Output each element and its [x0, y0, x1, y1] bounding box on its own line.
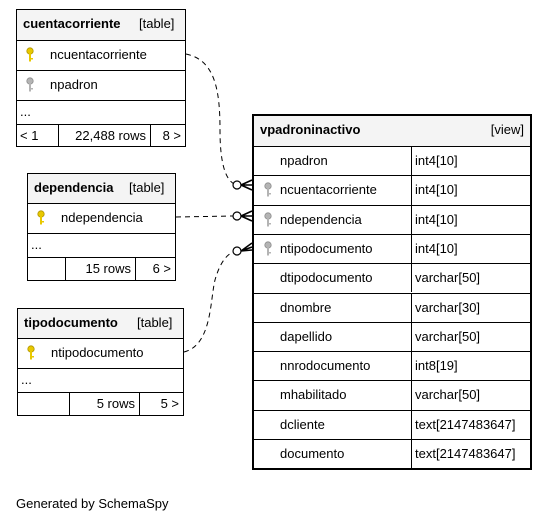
- table-header: tipodocumento [table]: [18, 309, 183, 338]
- gold-key-icon: [26, 47, 34, 62]
- ellipsis: ...: [31, 237, 42, 252]
- ellipsis: ...: [20, 104, 31, 119]
- table-footer: 15 rows 6 >: [28, 257, 175, 281]
- view-column-name: dapellido: [280, 328, 333, 344]
- view-column-name: dtipodocumento: [280, 270, 373, 286]
- table-name: dependencia: [34, 180, 114, 195]
- gold-key-icon: [27, 345, 35, 360]
- children-count: 6 >: [152, 261, 171, 276]
- table-tipodocumento[interactable]: tipodocumento [table] ntipodocumento ...…: [17, 308, 184, 416]
- view-column-name: mhabilitado: [280, 387, 347, 403]
- ellipsis-row: ...: [17, 100, 185, 124]
- row-count: 15 rows: [85, 261, 131, 276]
- gray-key-icon: [264, 241, 272, 256]
- view-column-name: npadron: [280, 153, 328, 168]
- gold-key-icon: [37, 210, 45, 225]
- view-column-name: dcliente: [280, 416, 325, 432]
- view-column-type: varchar[50]: [415, 387, 481, 403]
- parents-count: < 1: [20, 128, 39, 143]
- view-column-type: text[2147483647]: [415, 446, 516, 461]
- table-footer: < 1 22,488 rows 8 >: [17, 124, 185, 147]
- table-cuentacorriente[interactable]: cuentacorriente [table] ncuentacorriente…: [16, 9, 186, 147]
- gray-key-icon: [26, 77, 34, 92]
- children-count: 5 >: [160, 396, 179, 411]
- view-column-type: int4[10]: [415, 182, 458, 198]
- children-count: 8 >: [162, 128, 181, 143]
- view-column-row[interactable]: dapellido varchar[50]: [254, 321, 530, 352]
- view-column-row[interactable]: ncuentacorriente int4[10]: [254, 175, 530, 205]
- view-column-row[interactable]: ndependencia int4[10]: [254, 204, 530, 234]
- view-column-name: documento: [280, 446, 345, 461]
- view-column-name: ntipodocumento: [280, 240, 373, 256]
- link-end-circle: [232, 211, 242, 221]
- view-column-row[interactable]: npadron int4[10]: [254, 146, 530, 176]
- view-column-row[interactable]: dcliente text[2147483647]: [254, 409, 530, 439]
- crowfoot-icon: [240, 242, 253, 252]
- ellipsis: ...: [21, 372, 32, 387]
- column-name: ndependencia: [61, 210, 143, 225]
- link-cuentacorriente: [185, 53, 239, 186]
- view-column-row[interactable]: dtipodocumento varchar[50]: [254, 263, 530, 293]
- crowfoot-icon: [240, 179, 253, 191]
- row-count: 5 rows: [96, 396, 135, 411]
- table-name: cuentacorriente: [23, 16, 121, 31]
- view-column-row[interactable]: dnombre varchar[30]: [254, 292, 530, 322]
- view-column-row[interactable]: ntipodocumento int4[10]: [254, 233, 530, 264]
- view-column-row[interactable]: documento text[2147483647]: [254, 439, 530, 469]
- table-kind: [table]: [139, 16, 175, 31]
- view-column-type: varchar[50]: [415, 270, 481, 286]
- view-column-type: int4[10]: [415, 211, 458, 227]
- view-kind: [view]: [490, 122, 524, 137]
- table-name: tipodocumento: [24, 315, 118, 330]
- table-kind: [table]: [129, 180, 165, 195]
- column-row[interactable]: ndependencia: [28, 203, 175, 233]
- view-column-name: dnombre: [280, 299, 332, 315]
- link-dependencia: [175, 215, 234, 218]
- column-row[interactable]: ncuentacorriente: [17, 40, 185, 70]
- table-header: cuentacorriente [table]: [17, 10, 185, 40]
- view-column-row[interactable]: mhabilitado varchar[50]: [254, 380, 530, 410]
- table-header: vpadroninactivo [view]: [254, 116, 530, 146]
- link-tipodocumento: [183, 250, 238, 353]
- row-count: 22,488 rows: [75, 128, 146, 143]
- view-column-name: nnrodocumento: [280, 358, 371, 374]
- view-column-type: varchar[50]: [415, 328, 481, 344]
- table-footer: 5 rows 5 >: [18, 392, 183, 416]
- column-name: ncuentacorriente: [50, 47, 147, 62]
- view-column-type: int4[10]: [415, 240, 458, 256]
- view-column-type: varchar[30]: [415, 299, 481, 315]
- column-row[interactable]: ntipodocumento: [18, 338, 183, 368]
- view-name: vpadroninactivo: [260, 122, 361, 137]
- ellipsis-row: ...: [28, 233, 175, 257]
- table-kind: [table]: [137, 315, 173, 330]
- ellipsis-row: ...: [18, 368, 183, 392]
- column-row[interactable]: npadron: [17, 70, 185, 100]
- table-header: dependencia [table]: [28, 174, 175, 203]
- generated-by-footer: Generated by SchemaSpy: [16, 496, 169, 511]
- table-dependencia[interactable]: dependencia [table] ndependencia ... 15 …: [27, 173, 176, 281]
- view-column-row[interactable]: nnrodocumento int8[19]: [254, 351, 530, 381]
- view-column-type: int8[19]: [415, 358, 458, 374]
- view-column-type: int4[10]: [415, 153, 458, 168]
- view-column-name: ncuentacorriente: [280, 182, 377, 198]
- crowfoot-icon: [240, 210, 253, 222]
- link-end-circle: [232, 246, 242, 256]
- gray-key-icon: [264, 182, 272, 197]
- column-name: npadron: [50, 77, 98, 92]
- gray-key-icon: [264, 211, 272, 227]
- link-end-circle: [232, 180, 242, 190]
- view-column-type: text[2147483647]: [415, 416, 516, 432]
- view-column-name: ndependencia: [280, 211, 362, 227]
- column-name: ntipodocumento: [51, 345, 144, 360]
